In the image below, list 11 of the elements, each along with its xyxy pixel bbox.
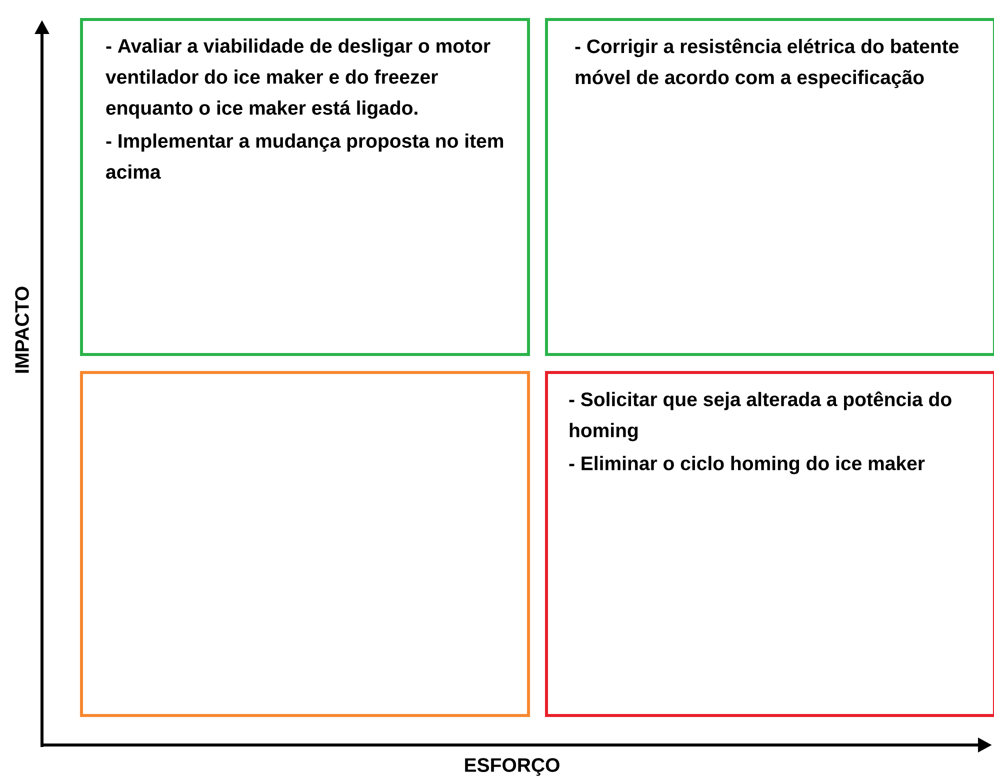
action-text: - Avaliar a viabilidade de desligar o motor ventilador do ice maker e do freezer enquanto o ice maker está ligado. — [106, 38, 490, 119]
action-text: - Eliminar o ciclo homing do ice maker — [569, 456, 925, 474]
quadrant-box — [545, 371, 994, 717]
quadrant-box — [80, 18, 530, 356]
action-text: - Corrigir a resistência elétrica do batente móvel de acordo com a especificação — [575, 38, 959, 88]
axis-label: ESFORÇO — [465, 758, 560, 776]
action-text: - Implementar a mudança proposta no item acima — [106, 134, 504, 179]
quadrant-box — [80, 371, 530, 717]
quadrant-box — [545, 18, 994, 356]
axis-label: IMPACTO — [15, 286, 29, 373]
action-text: - Solicitar que seja alterada a potência do homing — [569, 392, 952, 442]
